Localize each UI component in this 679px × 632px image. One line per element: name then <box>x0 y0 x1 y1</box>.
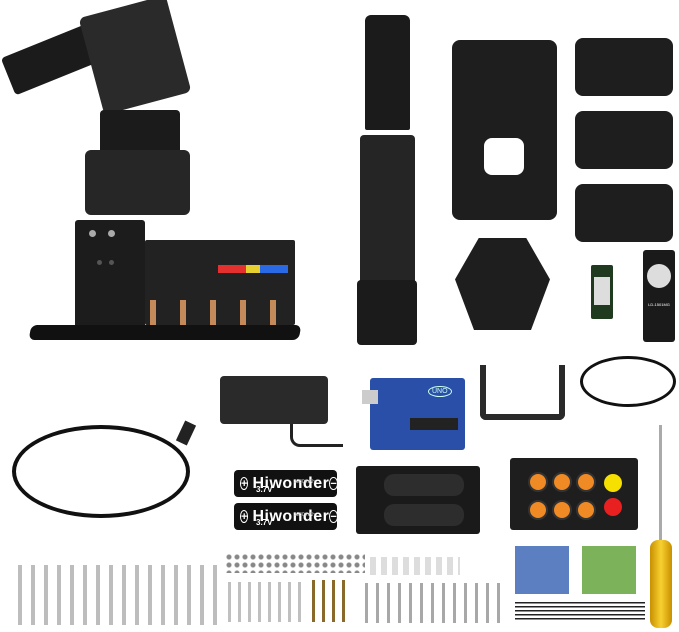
power-adapter-cable <box>290 424 343 447</box>
screwdriver-shaft <box>659 425 662 545</box>
servo-u-bracket <box>480 365 565 420</box>
base-plate <box>452 40 557 220</box>
battery-2: + Hiwonder 3.7V 1200mAh − <box>234 503 338 530</box>
minus-icon: − <box>329 510 338 523</box>
power-adapter <box>220 376 328 424</box>
assembled-robotic-arm <box>0 0 310 360</box>
self-tapping-screws <box>365 583 505 623</box>
battery-1: + Hiwonder 3.7V 1200mAh − <box>234 470 338 497</box>
green-cube <box>582 546 636 594</box>
white-spacers <box>370 557 460 575</box>
screws-group <box>18 565 218 625</box>
servo-model-label: LD-1501MG <box>648 302 670 307</box>
base-box <box>75 220 145 340</box>
uno-board: UNO <box>362 378 465 450</box>
nuts-group <box>225 553 365 573</box>
cable-ties <box>515 602 645 622</box>
battery-holder <box>356 466 480 534</box>
side-bracket-1 <box>575 38 673 96</box>
yellow-button <box>604 474 622 492</box>
battery-capacity: 1200mAh <box>293 512 315 518</box>
shoulder-bracket <box>85 150 190 215</box>
servo: LD-1501MG <box>643 250 675 342</box>
red-button <box>604 498 622 516</box>
side-bracket-2 <box>575 111 673 169</box>
battery-brand: Hiwonder <box>252 474 330 492</box>
arm-segment <box>355 15 420 345</box>
hex-plate <box>455 238 550 330</box>
battery-capacity: 1200mAh <box>293 479 315 485</box>
battery-voltage: 3.7V <box>256 518 273 527</box>
minus-icon: − <box>329 477 338 490</box>
side-bracket-3 <box>575 184 673 242</box>
usb-cable-right <box>580 356 676 407</box>
bluetooth-module <box>591 265 613 319</box>
colored-headers <box>218 265 288 273</box>
brass-standoffs <box>312 580 352 622</box>
upper-arm <box>78 0 192 115</box>
long-screws <box>228 582 303 622</box>
battery-voltage: 3.7V <box>256 485 273 494</box>
uno-logo: UNO <box>428 386 452 397</box>
control-shield <box>510 458 638 530</box>
acrylic-base <box>28 325 302 340</box>
blue-cube <box>515 546 569 594</box>
screwdriver-handle <box>650 540 672 628</box>
plus-icon: + <box>240 510 249 523</box>
plus-icon: + <box>240 477 249 490</box>
usb-cable-left <box>12 425 190 518</box>
battery-brand: Hiwonder <box>252 507 330 525</box>
usb-connector <box>175 420 197 446</box>
